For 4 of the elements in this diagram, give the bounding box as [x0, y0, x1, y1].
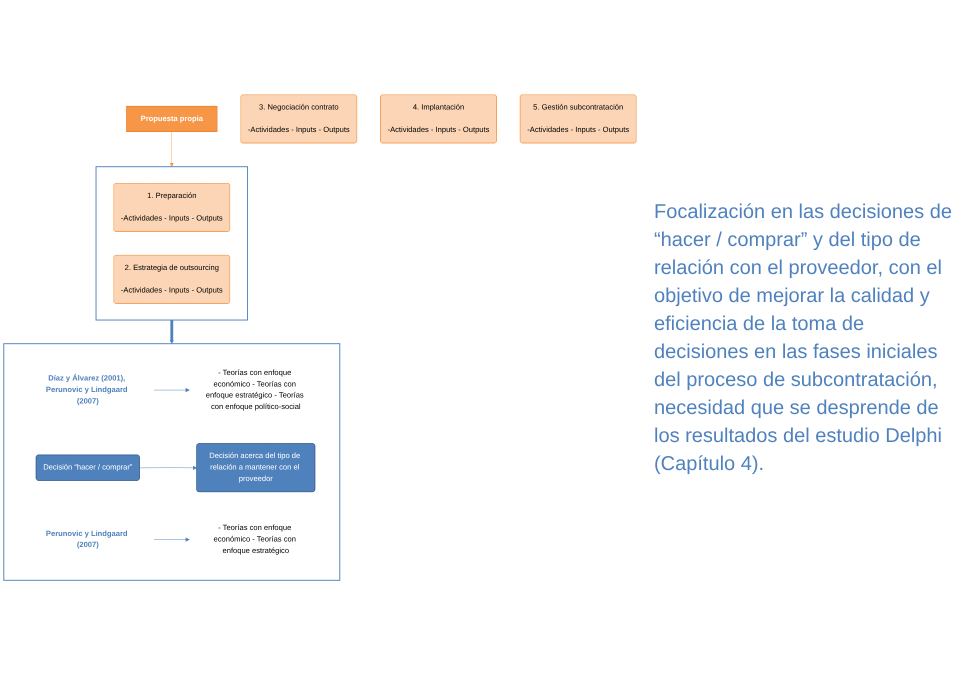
arrow — [170, 320, 174, 344]
note-text: Focalización en las decisiones de “hacer / comprar” y del tipo de relación con el proveedor, con el objetivo de mejorar la calidad y eficiencia de la toma de decisiones en las fases iniciales del proceso de subcontratación, necesidad que se desprende de los resultados del estudio Delphi (Capítulo 4). — [654, 200, 953, 477]
cluster — [3, 344, 340, 582]
cluster — [96, 166, 248, 321]
